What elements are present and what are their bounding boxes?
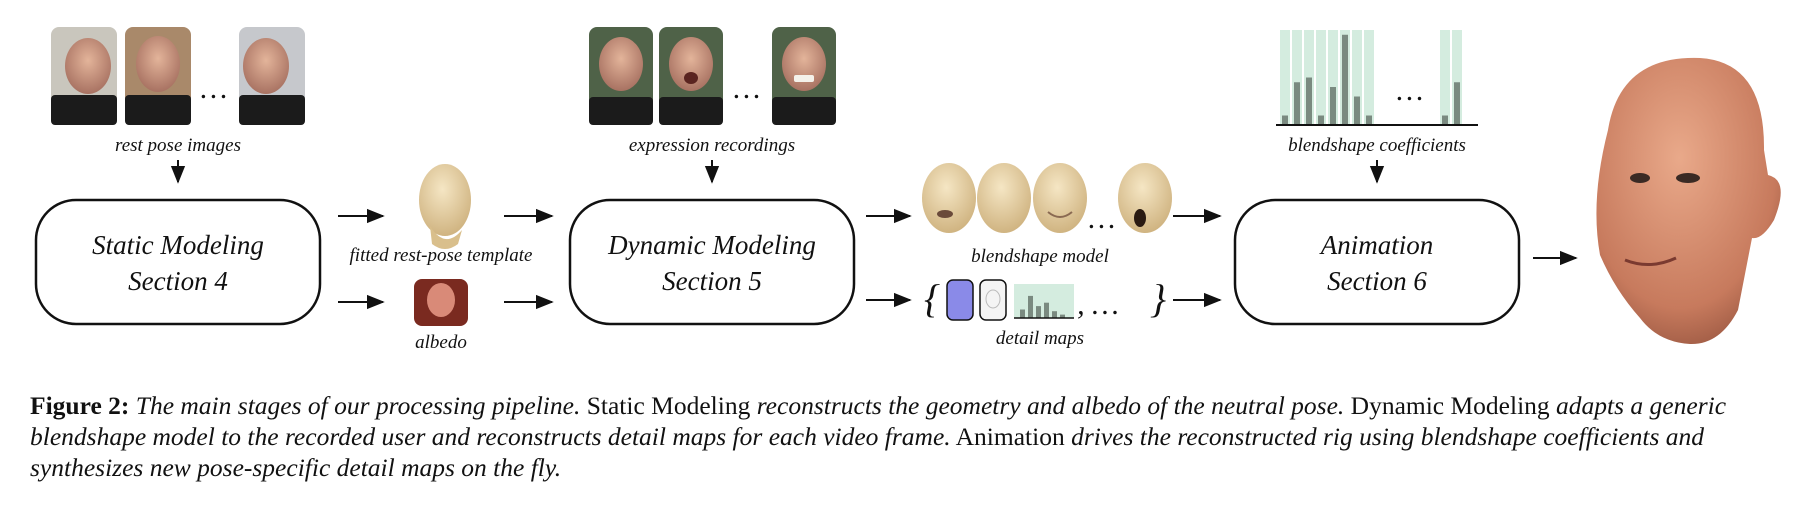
coef-group1-band-1 <box>1292 30 1302 125</box>
coef-group2-band-1 <box>1452 30 1462 125</box>
static-modeling-title: Static Modeling <box>92 230 264 260</box>
caption-animation-desc: drives the reconstructed rig using blend… <box>30 422 1704 482</box>
expression-photo-1 <box>589 27 653 125</box>
detail-histogram-thumbnail <box>1014 284 1074 319</box>
dynamic-modeling-box: Dynamic Modeling Section 5 <box>568 198 856 326</box>
detail-hist-bar-2 <box>1036 306 1041 318</box>
dynamic-modeling-section: Section 5 <box>662 266 762 296</box>
blendshape-head-1 <box>922 163 976 233</box>
blendshape-coefficients-chart: … <box>1276 30 1478 126</box>
coef-group2-bar-0 <box>1442 115 1448 125</box>
detail-brace-open: { <box>924 276 940 321</box>
rest-pose-photo-2 <box>125 27 191 125</box>
detail-hist-bar-5 <box>1060 314 1065 318</box>
detail-hist-bar-0 <box>1020 309 1025 318</box>
coef-group1-band-6 <box>1352 30 1362 125</box>
albedo-map <box>414 279 468 326</box>
coef-group2-band-0 <box>1440 30 1450 125</box>
static-modeling-section: Section 4 <box>128 266 228 296</box>
coef-group2-bar-1 <box>1454 82 1460 125</box>
coef-group1-band-7 <box>1364 30 1374 125</box>
figure-caption: Figure 2: The main stages of our process… <box>30 390 1770 483</box>
caption-term-dynamic: Dynamic Modeling <box>1350 391 1550 420</box>
pipeline-diagram: … rest pose images … expression recordin… <box>34 27 1781 353</box>
expression-recordings-label: expression recordings <box>629 135 795 156</box>
rest-pose-photo-3 <box>239 27 305 125</box>
coef-group1-bar-3 <box>1318 115 1324 125</box>
rest-pose-photo-1 <box>51 27 117 125</box>
static-modeling-box: Static Modeling Section 4 <box>34 198 322 326</box>
coef-group1-bar-2 <box>1306 77 1312 125</box>
albedo-label: albedo <box>415 332 467 353</box>
coef-ellipsis: … <box>1397 74 1424 107</box>
coef-group1-bar-0 <box>1282 115 1288 125</box>
coef-group1-band-0 <box>1280 30 1290 125</box>
rendered-avatar-head <box>1596 57 1781 345</box>
coef-group1-bar-4 <box>1330 87 1336 125</box>
normal-map-thumbnail <box>946 279 974 321</box>
animation-box: Animation Section 6 <box>1233 198 1521 326</box>
blendshape-coefficients-label: blendshape coefficients <box>1288 135 1466 156</box>
caption-static-desc: reconstructs the geometry and albedo of … <box>756 391 1345 420</box>
coef-group1-bar-1 <box>1294 82 1300 125</box>
caption-term-animation: Animation <box>955 422 1065 451</box>
expression-photo-2 <box>659 27 723 125</box>
detail-ellipsis: , … <box>1077 288 1119 321</box>
detail-hist-bar-4 <box>1052 311 1057 318</box>
animation-section: Section 6 <box>1327 266 1427 296</box>
blendshape-ellipsis: … <box>1089 202 1116 235</box>
expression-ellipsis: … <box>734 72 761 105</box>
blendshape-head-3 <box>1033 163 1087 233</box>
rest-pose-ellipsis: … <box>201 72 228 105</box>
caption-summary: The main stages of our processing pipeli… <box>135 391 581 420</box>
blendshape-model-label: blendshape model <box>971 246 1109 267</box>
fitted-template-head <box>419 164 471 249</box>
coef-group1-bar-5 <box>1342 34 1348 125</box>
blendshape-head-4 <box>1118 163 1172 233</box>
coef-group1-band-3 <box>1316 30 1326 125</box>
detail-brace-close: } <box>1150 276 1166 321</box>
animation-title: Animation <box>1319 230 1434 260</box>
caption-dynamic-desc: adapts a generic blendshape model to the… <box>30 391 1727 451</box>
dynamic-modeling-title: Dynamic Modeling <box>607 230 816 260</box>
coef-group1-bar-6 <box>1354 96 1360 125</box>
rest-pose-images-label: rest pose images <box>115 135 241 156</box>
caption-term-static: Static Modeling <box>586 391 751 420</box>
detail-maps-label: detail maps <box>996 328 1084 349</box>
fitted-template-label: fitted rest-pose template <box>350 245 533 266</box>
detail-hist-bar-1 <box>1028 295 1033 318</box>
displacement-map-thumbnail <box>979 279 1007 321</box>
coef-group1-band-4 <box>1328 30 1338 125</box>
coef-group1-bar-7 <box>1366 115 1372 125</box>
expression-photo-3 <box>772 27 836 125</box>
detail-hist-bar-3 <box>1044 302 1049 318</box>
blendshape-head-2 <box>977 163 1031 233</box>
figure-label: Figure 2: <box>30 391 130 420</box>
